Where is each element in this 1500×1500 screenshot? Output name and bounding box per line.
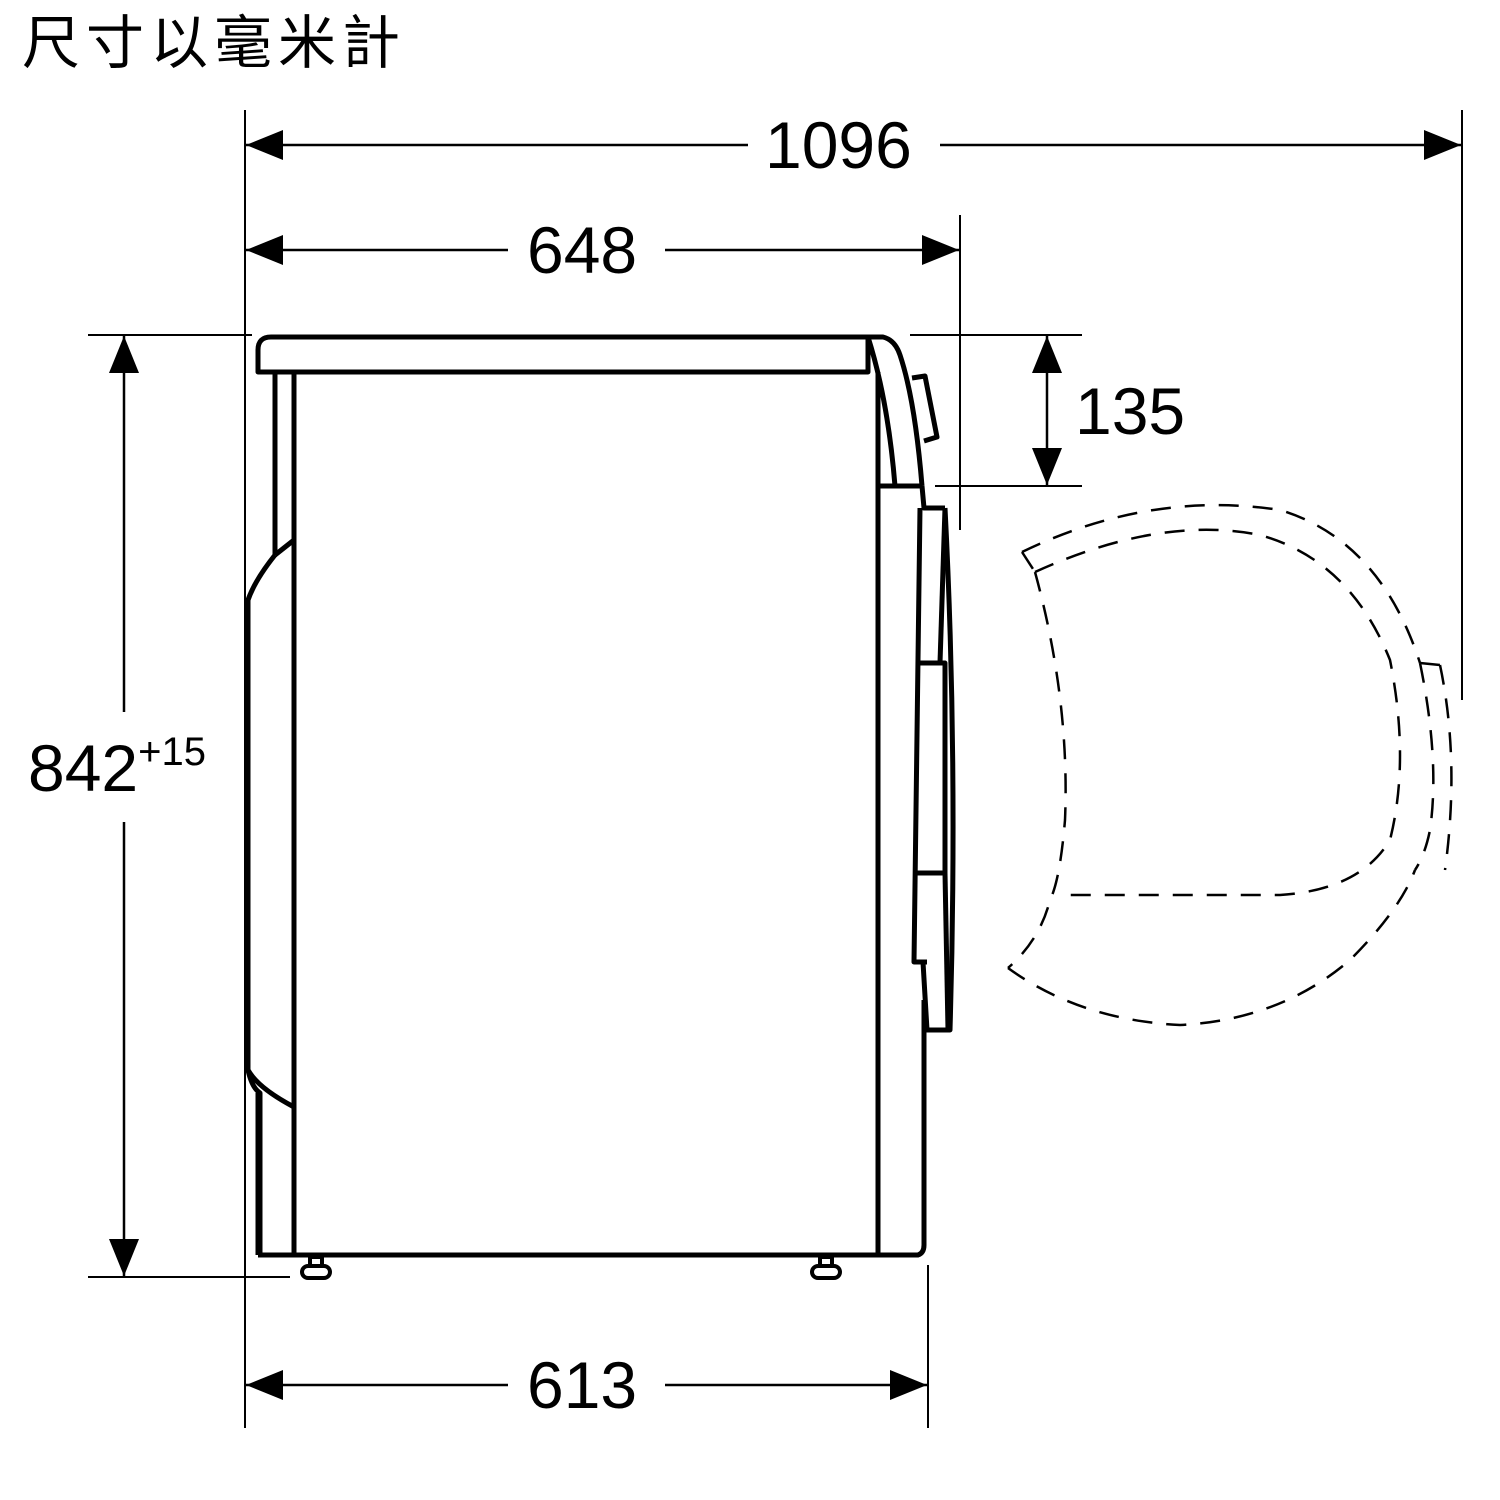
tolerance-superscript: +15 [138,730,206,774]
dimension-lines [109,130,1461,1400]
dim-label-1096: 1096 [765,108,912,182]
dim-label-135: 135 [1075,374,1186,448]
appliance-feet [300,1255,842,1280]
dim-label-842: 842+15 [28,730,206,805]
appliance-body [245,334,956,1258]
dim-label-613: 613 [527,1348,638,1422]
dim-label-648: 648 [527,213,638,287]
page-title: 尺寸以毫米計 [22,9,407,77]
extension-lines [88,110,1463,1428]
door-swing-outline [1007,503,1453,1027]
